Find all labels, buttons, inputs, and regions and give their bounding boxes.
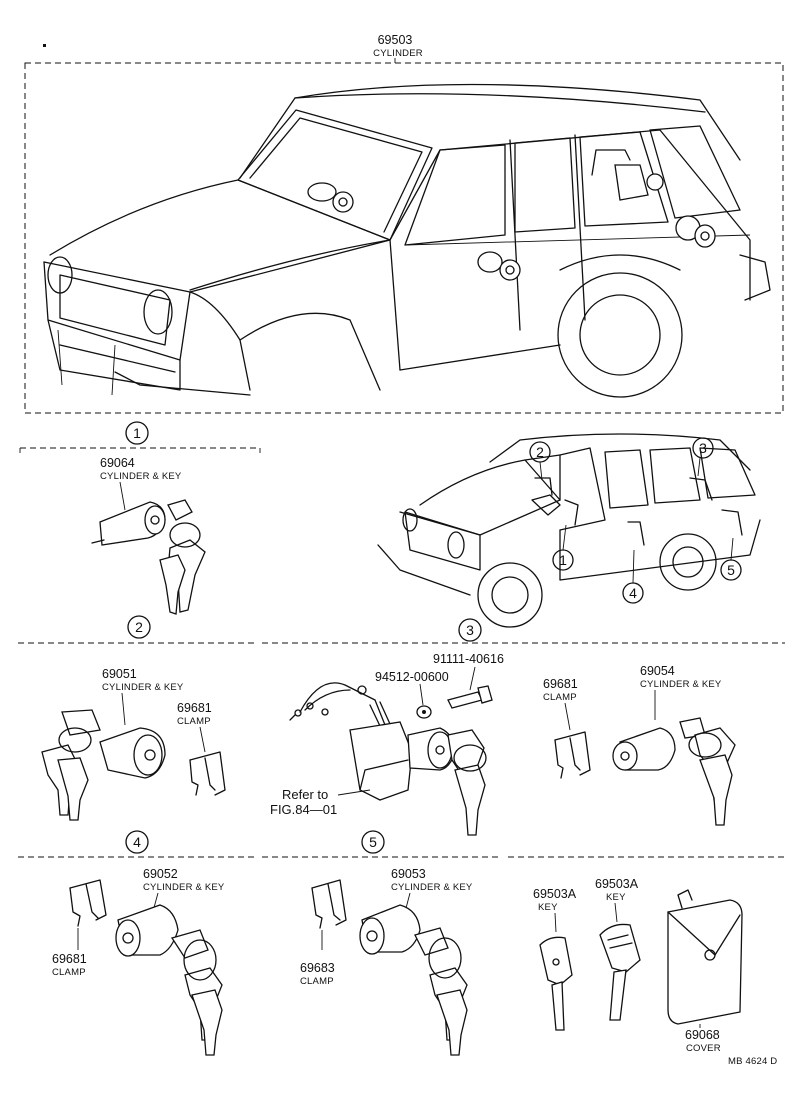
ignition-cylinder-assembly — [289, 682, 487, 836]
part-69052-number: 69052 — [143, 867, 178, 881]
corner-mark — [43, 44, 46, 47]
cylinder-key-69052 — [115, 904, 223, 1056]
part-69683-number: 69683 — [300, 961, 335, 975]
vehicle-cylinder-quarter — [675, 215, 716, 248]
part-69681-number-a: 69681 — [177, 701, 212, 715]
part-69068-name: COVER — [686, 1043, 721, 1054]
header-part-number: 69503 — [378, 33, 413, 47]
part-94512-number: 94512-00600 — [375, 670, 449, 684]
section-2-badge — [127, 615, 151, 639]
callout-1: 1 — [559, 552, 567, 568]
refer-line-1: Refer to — [282, 787, 328, 802]
part-69054-number: 69054 — [640, 664, 675, 678]
part-69503a-name-2: KEY — [606, 892, 626, 903]
section-1-badge — [125, 421, 149, 445]
part-69054-name: CYLINDER & KEY — [640, 679, 722, 690]
part-69503a-number-2: 69503A — [595, 877, 639, 891]
section-2-number: 2 — [135, 619, 143, 635]
main-vehicle-illustration — [43, 83, 771, 398]
part-69051-name: CYLINDER & KEY — [102, 682, 184, 693]
header-part-name: CYLINDER — [373, 48, 423, 59]
part-69681-name-b: CLAMP — [543, 692, 577, 703]
section-4-badge — [125, 830, 149, 854]
cylinder-key-69064 — [91, 499, 206, 615]
washer-94512 — [416, 705, 432, 719]
part-69064-name: CYLINDER & KEY — [100, 471, 182, 482]
vehicle-cylinder-rear-door — [477, 251, 521, 281]
refer-line-2: FIG.84—01 — [270, 802, 337, 817]
part-69681-name-a: CLAMP — [177, 716, 211, 727]
key-69503a-1 — [539, 936, 573, 1031]
section-3-badge — [458, 618, 482, 642]
clamp-69681-c — [69, 879, 107, 927]
key-cover-69068 — [667, 889, 743, 1025]
callout-3: 3 — [699, 440, 707, 456]
part-69681-number-b: 69681 — [543, 677, 578, 691]
section-5-number: 5 — [369, 834, 377, 850]
part-69681-name-c: CLAMP — [52, 967, 86, 978]
clamp-69681-a — [189, 751, 226, 796]
part-69051-number: 69051 — [102, 667, 137, 681]
part-69053-number: 69053 — [391, 867, 426, 881]
clamp-69683 — [311, 879, 347, 929]
callout-2: 2 — [536, 444, 544, 460]
part-69053-name: CYLINDER & KEY — [391, 882, 473, 893]
overview-vehicle-illustration — [377, 433, 761, 628]
cylinder-key-69053 — [359, 904, 468, 1056]
part-69503a-number-1: 69503A — [533, 887, 577, 901]
vehicle-cylinder-door — [307, 182, 354, 213]
section-5-badge — [361, 830, 385, 854]
section-4-number: 4 — [133, 834, 141, 850]
key-69503a-2 — [599, 923, 641, 1021]
callout-5: 5 — [727, 562, 735, 578]
overview-callouts: 2 3 1 4 5 — [529, 437, 742, 604]
main-vehicle-frame — [24, 62, 784, 414]
diagram-code: MB 4624 D — [728, 1056, 777, 1067]
part-69068-number: 69068 — [685, 1028, 720, 1042]
cylinder-key-69054 — [612, 717, 736, 826]
callout-4: 4 — [629, 585, 637, 601]
cylinder-key-69051 — [41, 709, 166, 821]
bolt-91111 — [447, 685, 493, 709]
part-69052-name: CYLINDER & KEY — [143, 882, 225, 893]
clamp-69681-b — [554, 731, 591, 779]
part-91111-number: 91111-40616 — [433, 652, 504, 666]
part-69503a-name-1: KEY — [538, 902, 558, 913]
part-69681-number-c: 69681 — [52, 952, 87, 966]
section-1-number: 1 — [133, 425, 141, 441]
vehicle-cylinder-back-door — [591, 149, 664, 201]
section-3-number: 3 — [466, 622, 474, 638]
part-69064-number: 69064 — [100, 456, 135, 470]
part-69683-name: CLAMP — [300, 976, 334, 987]
